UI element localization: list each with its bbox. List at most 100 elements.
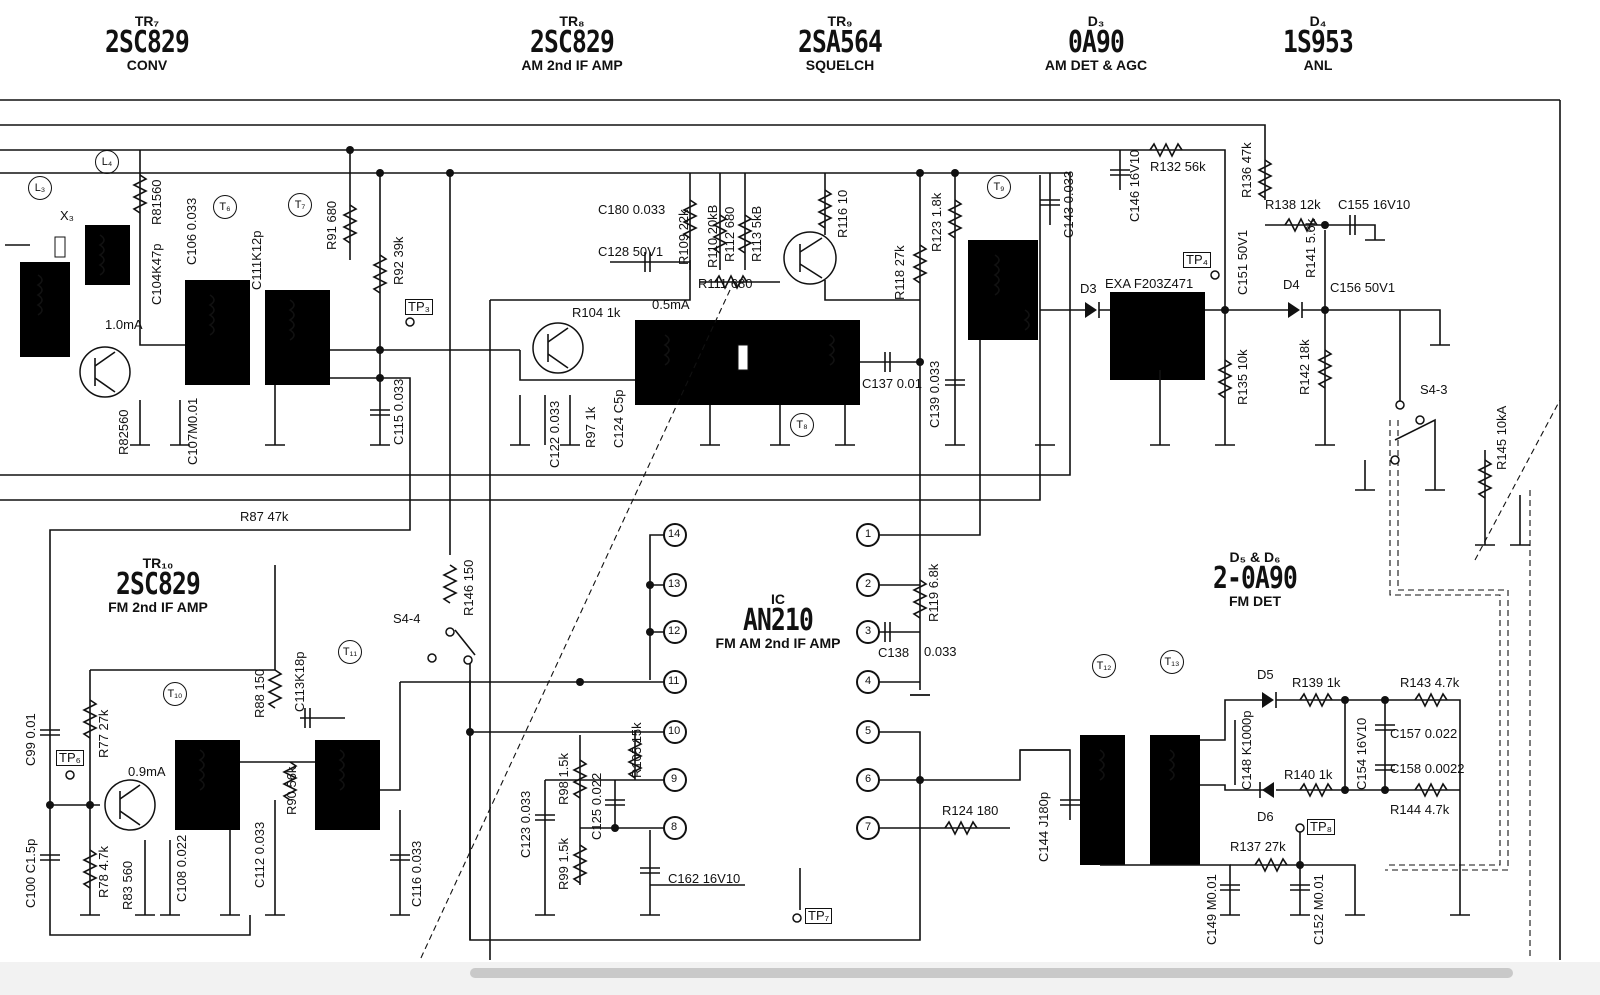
header-function: AM DET & AGC <box>1044 57 1148 73</box>
header-function: ANL <box>1303 57 1333 73</box>
r90-label: R90 56k <box>284 766 299 815</box>
t9-label: T₉ <box>987 175 1011 199</box>
c180-label: C180 0.033 <box>598 202 666 217</box>
r137-label: R137 27k <box>1230 839 1286 854</box>
r81 <box>132 174 148 214</box>
shield-line-2 <box>1385 420 1509 871</box>
ic-ref: IC <box>771 591 785 607</box>
current-label-2: 0.5mA <box>652 297 690 312</box>
header-part: 0A90 <box>1068 25 1125 60</box>
ic-pin-label: 3 <box>865 625 872 637</box>
r88-label: R88 150 <box>252 668 267 718</box>
tp8: TP₈ <box>1307 819 1336 835</box>
t13-coil <box>1168 749 1175 781</box>
header-ref: TR₈ <box>559 13 585 29</box>
c138-value: 0.033 <box>924 644 957 659</box>
r142 <box>1317 349 1333 389</box>
r77 <box>82 699 98 739</box>
header-ref: TR₇ <box>134 13 160 29</box>
r118 <box>912 244 928 284</box>
t6-coil <box>208 294 215 336</box>
rail-4 <box>0 175 1041 501</box>
c106-label: C106 0.033 <box>184 197 199 265</box>
c158-label: C158 0.0022 <box>1390 761 1465 776</box>
ic-pin-10 <box>663 720 687 744</box>
c108-label: C108 0.022 <box>174 834 189 902</box>
r141-label: R141 5.6k <box>1303 218 1318 278</box>
r97-label: R97 1k <box>583 406 598 448</box>
l4-coil <box>98 234 105 276</box>
r137 <box>1254 857 1288 873</box>
t13-can <box>1150 735 1200 865</box>
r146-label: R146 150 <box>461 559 476 616</box>
r135-label: R135 10k <box>1235 349 1250 405</box>
ic-pin-label: 5 <box>865 725 872 737</box>
ic-pin-label: 10 <box>668 725 681 737</box>
t10-can <box>175 740 240 830</box>
exa-module <box>1110 292 1205 380</box>
r119-label: R119 6.8k <box>926 563 941 622</box>
r132 <box>1149 142 1183 158</box>
c137-label: C137 0.01 <box>862 376 922 391</box>
t10-coil <box>198 749 205 791</box>
c125-label: C125 0.022 <box>589 772 604 840</box>
r140 <box>1299 782 1333 798</box>
header-part: 2SC829 <box>530 25 615 60</box>
ic-pin-label: 7 <box>865 821 872 833</box>
ic-pin-7 <box>856 816 880 840</box>
t9-coil <box>993 254 1000 296</box>
t12-can <box>1080 735 1125 865</box>
t6-label: T₆ <box>213 195 237 219</box>
r119 <box>912 579 928 619</box>
r99-label: R99 1.5k <box>556 837 571 890</box>
s44-label: S4-4 <box>393 611 421 626</box>
r91 <box>342 204 358 244</box>
header-part: 2SC829 <box>116 567 201 602</box>
r146 <box>442 564 458 604</box>
r109-label: R109 22k <box>676 209 691 265</box>
r135 <box>1217 359 1233 399</box>
r92-label: R92 39k <box>391 236 406 285</box>
ic-pin-label: 14 <box>668 528 681 540</box>
r81-label: R81560 <box>149 179 164 225</box>
c154-label: C154 16V10 <box>1354 717 1369 790</box>
ic-pin-label: 2 <box>865 578 872 590</box>
tr7-collector-feed <box>139 150 200 346</box>
ic-pin-2 <box>856 573 880 597</box>
t7-can <box>265 290 330 385</box>
tp7: TP₇ <box>805 908 833 924</box>
l3-label: L₃ <box>28 176 52 200</box>
r88 <box>267 669 283 709</box>
s43-label: S4-3 <box>1420 382 1448 397</box>
r143-label: R143 4.7k <box>1400 675 1460 690</box>
c149-label: C149 M0.01 <box>1204 874 1219 945</box>
ic-pin-label: 9 <box>671 773 678 785</box>
diag-dash-right <box>1474 399 1561 561</box>
ic-pin-label: 8 <box>671 821 678 833</box>
horizontal-scrollbar[interactable] <box>470 968 1513 978</box>
r144-label: R144 4.7k <box>1390 802 1450 817</box>
c112-label: C112 0.033 <box>252 821 267 888</box>
c162-label: C162 16V10 <box>668 871 741 886</box>
d5-diode <box>1262 692 1274 708</box>
c123-label: C123 0.033 <box>518 790 533 858</box>
tp6: TP₆ <box>56 750 84 766</box>
c100-label: C100 C1.5p <box>23 838 38 908</box>
diag-dash-left <box>419 289 731 961</box>
t8-crystal <box>737 344 749 371</box>
header-ref: D₅ & D₆ <box>1229 549 1281 565</box>
r124-label: R124 180 <box>942 803 999 818</box>
r98-label: R98 1.5k <box>556 752 571 805</box>
r111 <box>714 274 748 290</box>
c116-label: C116 0.033 <box>409 840 424 907</box>
c139-label: C139 0.033 <box>927 360 942 428</box>
r99 <box>572 844 588 884</box>
tr10-symbol <box>104 779 156 831</box>
r123 <box>947 199 963 239</box>
r83-label: R83 560 <box>120 860 135 910</box>
r143 <box>1414 692 1448 708</box>
ic-pin-5 <box>856 720 880 744</box>
header-tr10: TR₁₀ 2SC829 FM 2nd IF AMP <box>58 556 258 614</box>
ic-pin-label: 6 <box>865 773 872 785</box>
d3-diode <box>1085 302 1097 318</box>
